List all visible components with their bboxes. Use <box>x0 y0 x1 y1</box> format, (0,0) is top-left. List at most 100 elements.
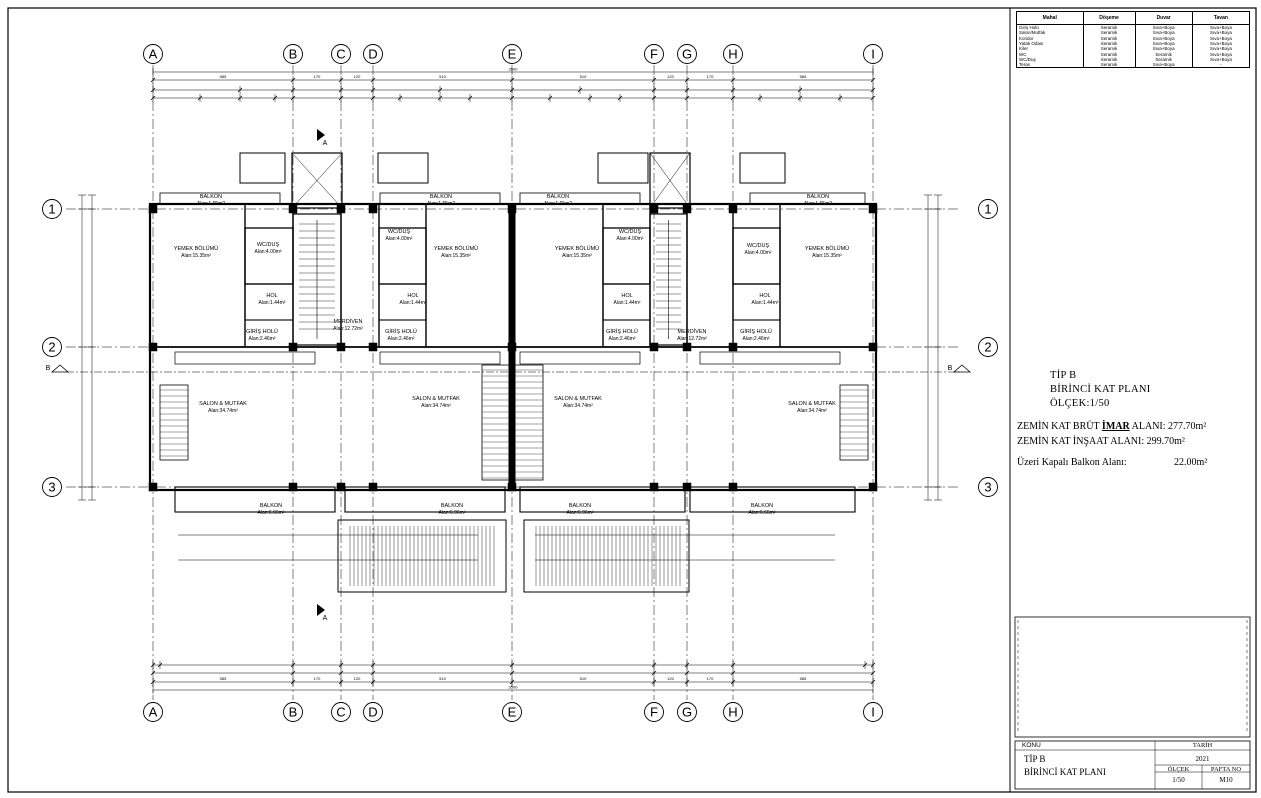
structural-column <box>649 204 659 214</box>
grid-axis-label: A <box>149 47 158 62</box>
grid-axis-bubble <box>502 44 522 64</box>
dimension-value: 120 <box>667 676 674 681</box>
section-label: B <box>948 365 953 372</box>
grid-axis-label: C <box>336 47 345 62</box>
grid-axis-label: 3 <box>48 480 55 495</box>
dimension-tick <box>547 95 553 101</box>
dimension-tick <box>587 95 593 101</box>
dimension-tick <box>730 87 736 93</box>
structural-column <box>728 342 738 352</box>
dimension-tick <box>730 670 736 676</box>
room-name: GİRİŞ HOLÜ <box>246 328 278 335</box>
structural-column <box>368 204 378 214</box>
gross-area-prefix: ZEMİN KAT BRÜT <box>1017 421 1102 432</box>
balcony-strip <box>519 192 641 205</box>
dimension-value: 120 <box>354 74 361 79</box>
balcony-recess <box>739 152 786 184</box>
stair-shaft <box>291 152 343 209</box>
balcony-strip <box>159 192 281 205</box>
kitchen-counter <box>519 351 641 365</box>
dimension-tick <box>437 87 443 93</box>
grid-axis-bubble <box>331 44 351 64</box>
structural-column <box>288 342 298 352</box>
structural-column <box>507 204 517 214</box>
room-name: MERDİVEN <box>677 328 706 335</box>
grid-axis-label: B <box>289 705 298 720</box>
structural-column <box>368 342 378 352</box>
table-cell: Sıva+Boya <box>1191 56 1251 63</box>
dimension-tick <box>338 670 344 676</box>
room-name: WC/DUŞ <box>747 243 770 249</box>
grid-axis-label: 2 <box>48 340 55 355</box>
dimension-tick <box>370 679 376 685</box>
table-cell: Sıva+Boya <box>1191 40 1251 47</box>
room-name: WC/DUŞ <box>257 242 280 248</box>
plan-name: BİRİNCİ KAT PLANI <box>1050 384 1151 395</box>
balcony-bottom <box>519 486 686 513</box>
grid-axis-label: G <box>682 47 692 62</box>
structural-column <box>728 482 738 492</box>
grid-axis-label: E <box>508 705 517 720</box>
structural-column <box>368 482 378 492</box>
structural-column <box>649 482 659 492</box>
room-name: BALKON <box>200 194 222 200</box>
structural-column <box>336 342 346 352</box>
dimension-tick <box>651 662 657 668</box>
structural-column <box>728 204 738 214</box>
section-arrow <box>50 364 70 373</box>
stair-outline <box>649 213 688 346</box>
room-area: Alan:1.44m² <box>400 300 427 306</box>
structural-column <box>148 204 158 214</box>
room-area: Alan:6.96m² <box>567 510 594 516</box>
structural-column <box>336 204 346 214</box>
section-label: A <box>323 140 328 147</box>
dimension-tick <box>150 77 156 83</box>
dimension-tick <box>290 670 296 676</box>
grid-axis-bubble <box>863 702 883 722</box>
dimension-tick <box>370 77 376 83</box>
structural-column <box>288 204 298 214</box>
structural-column <box>868 342 878 352</box>
dimension-tick <box>870 77 876 83</box>
side-stair <box>159 384 189 461</box>
dimension-tick <box>730 679 736 685</box>
table-header: Tavan <box>1191 11 1251 25</box>
room-area: Alan:34.74m² <box>421 403 451 409</box>
hall-room-wall <box>378 283 427 321</box>
dimension-value: 510 <box>580 74 587 79</box>
table-cell: Sıva+Boya <box>1191 46 1251 52</box>
room-area: Alan:34.74m² <box>563 403 593 409</box>
dimension-tick <box>290 679 296 685</box>
pafta-value: M10 <box>1219 776 1233 784</box>
dimension-tick <box>684 679 690 685</box>
table-cell: Sıva+Boya <box>1191 51 1251 57</box>
grid-axis-bubble <box>42 477 62 497</box>
room-name: GİRİŞ HOLÜ <box>740 328 772 335</box>
dimension-tick <box>870 662 876 668</box>
dimension-tick <box>684 95 690 101</box>
room-name: BALKON <box>807 194 829 200</box>
room-area: Alan:1.65m2 <box>544 201 572 207</box>
balcony-area-label: Üzeri Kapalı Balkon Alanı: <box>1017 457 1127 468</box>
grid-axis-bubble <box>863 44 883 64</box>
grid-axis-bubble <box>363 702 383 722</box>
side-stair <box>839 384 869 461</box>
construction-area-line: ZEMİN KAT İNŞAAT ALANI: 299.70m² <box>1017 436 1185 447</box>
grid-axis-bubble <box>502 702 522 722</box>
room-name: HOL <box>407 293 418 299</box>
dimension-tick <box>509 95 515 101</box>
dimension-tick <box>837 95 843 101</box>
dimension-tick <box>509 679 515 685</box>
grid-axis-bubble <box>978 199 998 219</box>
dimension-value: 510 <box>439 676 446 681</box>
room-area: Alan:1.44m² <box>752 300 779 306</box>
room-area: Alan:1.65m2 <box>804 201 832 207</box>
grid-axis-label: H <box>728 47 737 62</box>
olcek-label: ÖLÇEK <box>1167 766 1190 773</box>
room-area: Alan:1.65m2 <box>427 201 455 207</box>
dimension-tick <box>150 670 156 676</box>
gross-area-emphasis: İMAR <box>1101 421 1130 432</box>
room-name: BALKON <box>569 503 591 509</box>
section-arrow <box>317 604 325 616</box>
